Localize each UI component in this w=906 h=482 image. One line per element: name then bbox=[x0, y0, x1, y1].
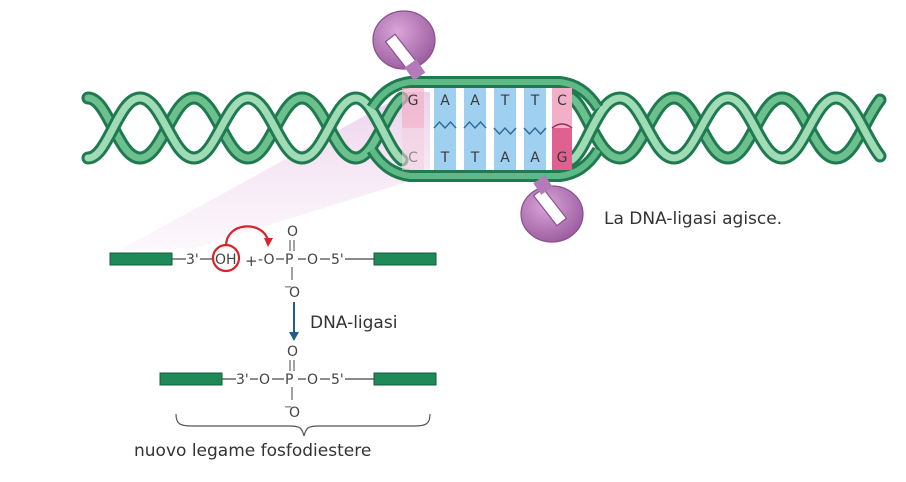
reactant-plus: + bbox=[245, 252, 258, 270]
product-phosphorus: P bbox=[285, 372, 293, 388]
ligase-enzyme-bottom bbox=[520, 175, 584, 243]
product-left-strand bbox=[159, 372, 223, 386]
right-double-helix bbox=[565, 91, 887, 167]
base-top-2 bbox=[434, 88, 456, 128]
new-bond-label: nuovo legame fosfodiestere bbox=[134, 441, 371, 461]
reactant-minus: − bbox=[284, 282, 292, 293]
reactant-o-bottom: O bbox=[289, 285, 300, 301]
base-letter-bottom-3: T bbox=[470, 150, 480, 166]
base-bottom-3 bbox=[464, 128, 486, 170]
base-letter-top-2: A bbox=[440, 93, 450, 109]
base-letter-bottom-4: A bbox=[500, 150, 510, 166]
product-o-top: O bbox=[287, 344, 298, 360]
base-letter-top-5: T bbox=[530, 93, 540, 109]
product-five-prime: 5' bbox=[331, 372, 344, 388]
reactant-o-link: O bbox=[307, 252, 318, 268]
base-top-5 bbox=[524, 88, 546, 128]
reactant-phosphate-o-minus: -O bbox=[258, 252, 274, 268]
nucleophilic-attack-arrow bbox=[224, 225, 270, 247]
ladder-backbones bbox=[366, 76, 604, 182]
reactant-left-strand bbox=[109, 252, 173, 266]
base-letter-top-3: A bbox=[470, 93, 480, 109]
bond-brace bbox=[175, 413, 431, 437]
base-top-4 bbox=[494, 88, 516, 128]
base-bottom-4 bbox=[494, 128, 516, 170]
base-letter-bottom-5: A bbox=[530, 150, 540, 166]
product-o-link2: O bbox=[307, 372, 318, 388]
base-letter-bottom-6: G bbox=[557, 150, 568, 166]
base-bottom-2 bbox=[434, 128, 456, 170]
product-o-link1: O bbox=[259, 372, 270, 388]
product-three-prime: 3' bbox=[236, 372, 249, 388]
left-double-helix bbox=[81, 91, 409, 167]
base-top-1 bbox=[402, 88, 424, 128]
product-minus: − bbox=[284, 402, 292, 413]
base-letter-bottom-1: C bbox=[408, 150, 418, 166]
product-right-strand bbox=[373, 372, 437, 386]
base-top-6 bbox=[552, 88, 572, 128]
reactant-three-prime: 3' bbox=[186, 252, 199, 268]
base-bottom-1 bbox=[402, 128, 424, 170]
base-letter-top-1: G bbox=[408, 93, 419, 109]
zoom-wedge bbox=[120, 92, 430, 250]
base-letter-bottom-2: T bbox=[440, 150, 450, 166]
reactant-five-prime: 5' bbox=[331, 252, 344, 268]
reactant-phosphorus: P bbox=[285, 252, 293, 268]
base-top-3 bbox=[464, 88, 486, 128]
base-letter-top-4: T bbox=[500, 93, 510, 109]
reactant-right-strand bbox=[373, 252, 437, 266]
ligase-action-label: La DNA-ligasi agisce. bbox=[604, 209, 782, 229]
reaction-arrow bbox=[289, 302, 299, 341]
enzyme-name-label: DNA-ligasi bbox=[310, 313, 397, 333]
base-letter-top-6: C bbox=[557, 93, 567, 109]
reactant-row: 3' OH + -O P O 5' O − O bbox=[109, 224, 437, 301]
base-bottom-6 bbox=[552, 128, 572, 170]
reactant-hydroxyl: OH bbox=[215, 252, 237, 268]
product-o-bottom: O bbox=[289, 405, 300, 421]
base-bottom-5 bbox=[524, 128, 546, 170]
ligase-enzyme-top bbox=[372, 10, 436, 81]
product-row: 3' O P O 5' O − O bbox=[159, 344, 437, 421]
base-pairs: G A A T T C C T T A A G bbox=[402, 88, 573, 170]
reactant-o-top: O bbox=[287, 224, 298, 240]
